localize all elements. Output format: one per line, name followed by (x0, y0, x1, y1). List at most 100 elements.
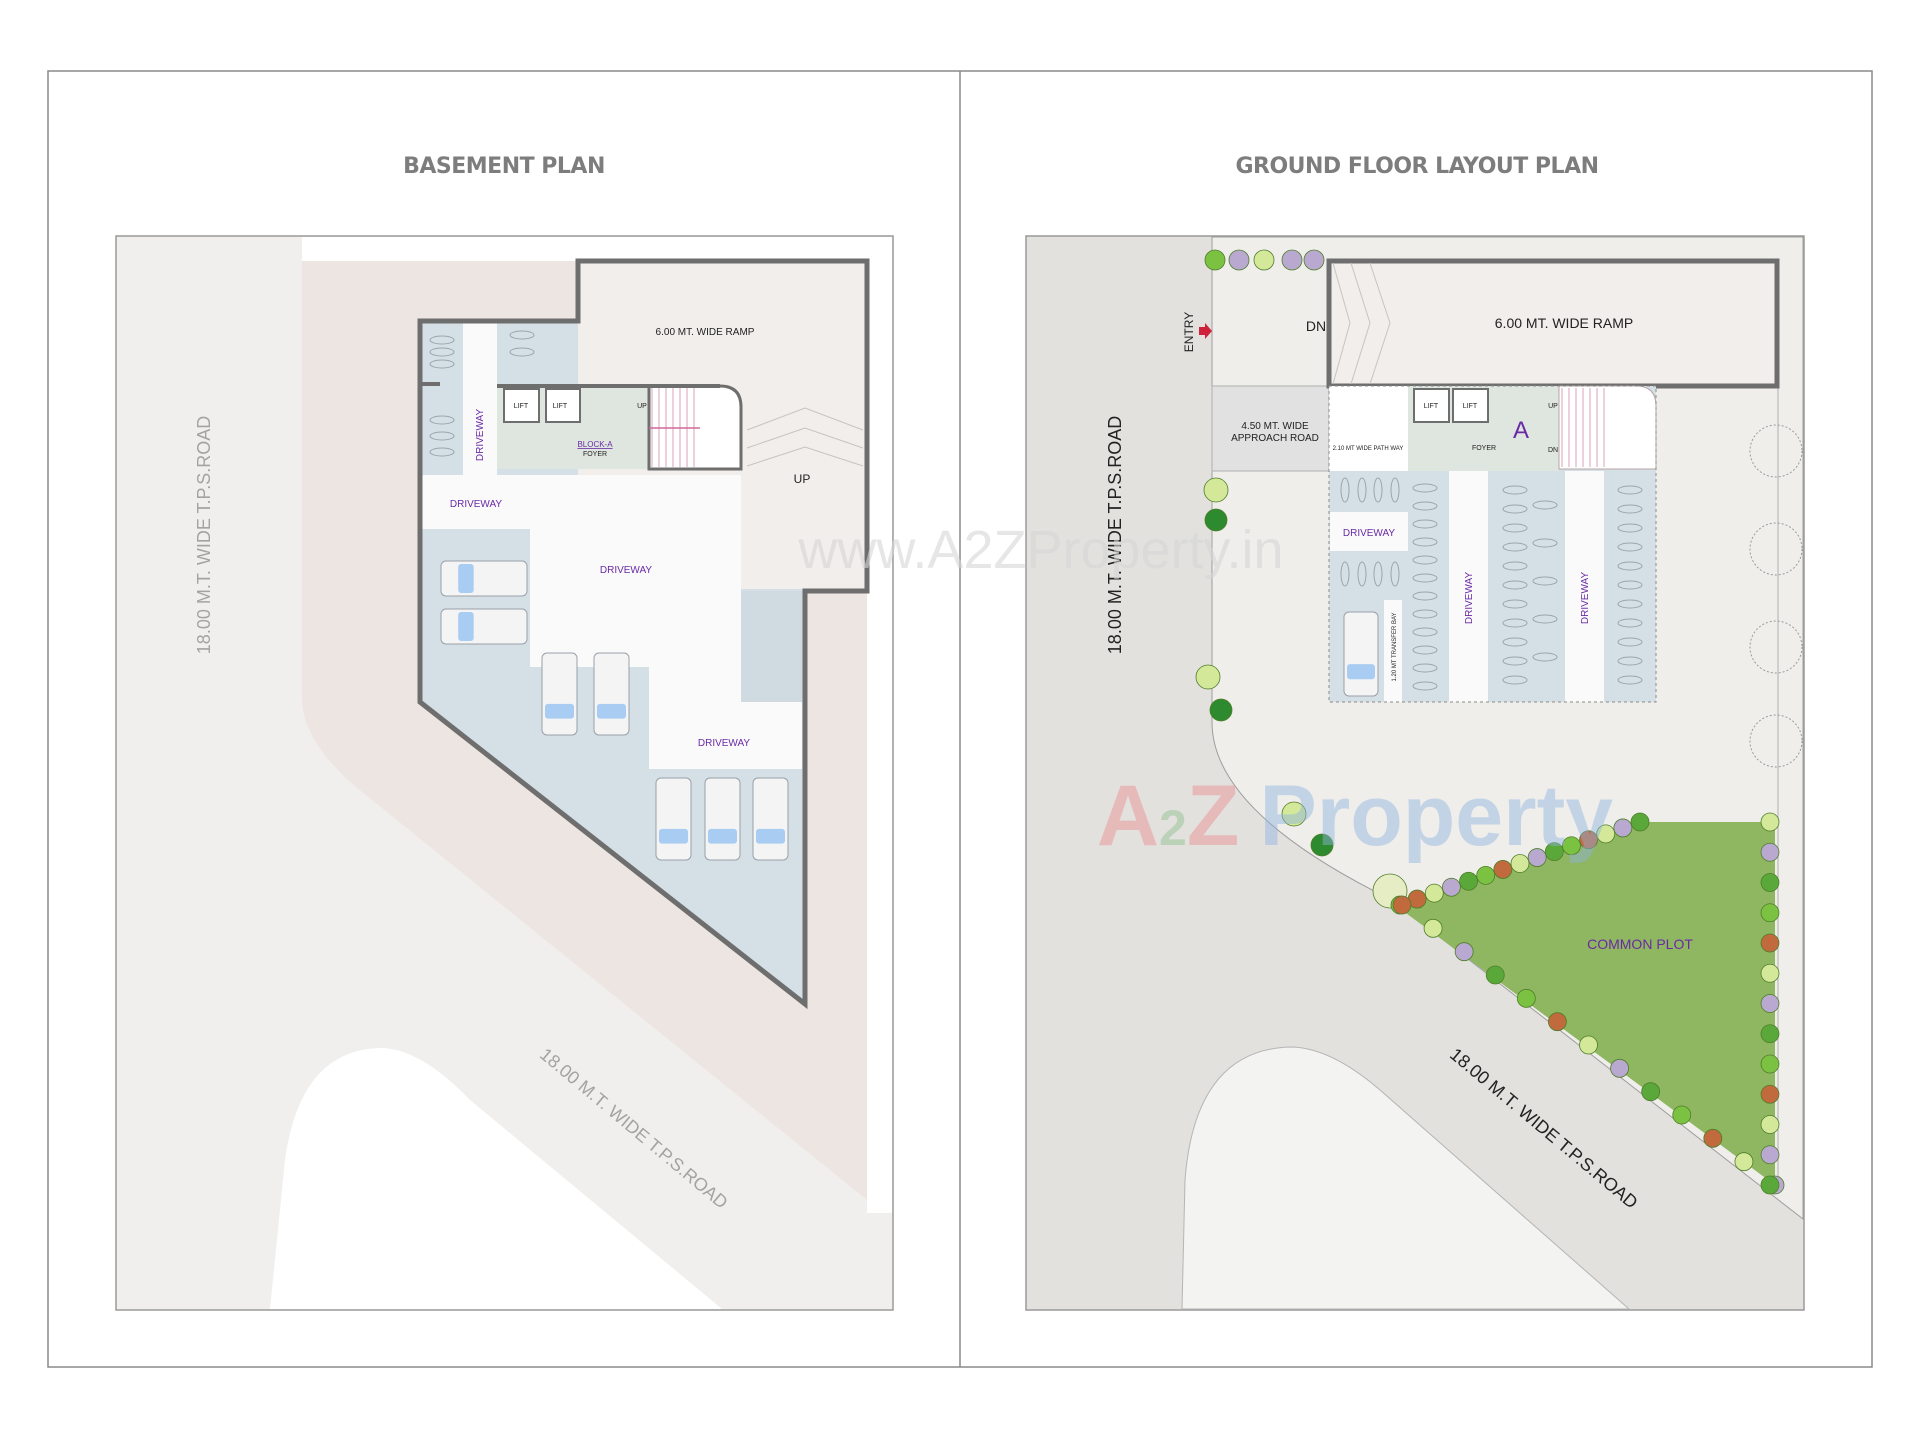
tree (1760, 1024, 1780, 1044)
stair-up-label: UP (1548, 403, 1558, 410)
two-wheeler (1617, 561, 1643, 571)
two-wheeler (1617, 656, 1643, 666)
tree (1527, 848, 1547, 867)
service-area (741, 591, 803, 702)
ramp-chevrons (1332, 262, 1391, 385)
two-wheeler-parking (1340, 477, 1643, 691)
tree (1281, 249, 1303, 271)
landscape-trees (1195, 249, 1803, 1195)
two-wheeler (1502, 656, 1528, 666)
tree (1516, 988, 1536, 1008)
tree (1204, 508, 1228, 532)
tree (1579, 1035, 1598, 1055)
two-wheeler (1412, 609, 1438, 619)
tree (1760, 994, 1780, 1013)
sketch-tree (1749, 522, 1803, 576)
two-wheeler (429, 335, 455, 345)
tree (1510, 854, 1530, 873)
car-body (440, 560, 528, 597)
lift (1413, 388, 1450, 423)
tree (1476, 865, 1496, 885)
entry-label: ENTRY (1182, 312, 1196, 352)
tree (1630, 812, 1650, 832)
transfer-bay-label: 1.20 MT TRANSFER BAY (1392, 612, 1398, 681)
car-body (440, 608, 528, 645)
tree (1610, 1058, 1629, 1078)
block-label: BLOCK-A (577, 440, 613, 449)
tree (1641, 1082, 1661, 1102)
two-wheeler (1412, 519, 1438, 529)
tree (1209, 698, 1233, 722)
foyer-label: FOYER (1472, 445, 1496, 452)
two-wheeler-parking (429, 330, 535, 457)
ramp-down-label: DN (1306, 318, 1326, 334)
two-wheeler (1412, 501, 1438, 511)
two-wheeler (429, 447, 455, 457)
logo-letter: 2 (1159, 800, 1187, 856)
two-wheeler (1502, 523, 1528, 533)
block-label: A (1513, 417, 1529, 444)
two-wheeler (429, 347, 455, 357)
transfer-bay (1384, 600, 1402, 702)
setback-strip (302, 237, 892, 261)
tree (1760, 842, 1780, 862)
two-wheeler (1502, 637, 1528, 647)
driveway-area (1330, 512, 1408, 551)
car (440, 560, 528, 597)
ramp-label: 6.00 MT. WIDE RAMP (1495, 315, 1633, 331)
common-plot (1395, 822, 1775, 1185)
tree (1204, 249, 1226, 271)
car-body (704, 777, 741, 861)
car-windshield (545, 703, 574, 719)
car-parking-bays (1343, 611, 1379, 697)
two-wheeler (1617, 599, 1643, 609)
ground-floor-plan: 6.00 MT. WIDE RAMP DN ENTRY 4.50 MT. WID… (1025, 235, 1805, 1311)
car-windshield (597, 703, 626, 719)
two-wheeler (1502, 618, 1528, 628)
tree (1703, 1128, 1723, 1148)
car-body (752, 777, 789, 861)
tree (1195, 664, 1221, 690)
tree (1760, 1145, 1780, 1165)
lift (503, 388, 540, 423)
lift-label: LIFT (1424, 403, 1439, 410)
two-wheeler (429, 359, 455, 369)
two-wheeler (1412, 537, 1438, 547)
tree (1392, 895, 1412, 915)
two-wheeler (1532, 576, 1558, 586)
driveway-area (1449, 471, 1488, 702)
lift-label: LIFT (514, 403, 529, 410)
driveway-label: DRIVEWAY (1464, 572, 1475, 625)
tree (1303, 249, 1325, 271)
tree (1760, 1084, 1780, 1104)
car-windshield (659, 828, 688, 844)
driveway-label: DRIVEWAY (1580, 572, 1591, 625)
lift-label: LIFT (553, 403, 568, 410)
two-wheeler (1502, 675, 1528, 685)
ramp-chevrons (746, 407, 864, 467)
two-wheeler (1412, 627, 1438, 637)
car (1343, 611, 1379, 697)
stair-down-label: DN (1548, 447, 1558, 454)
two-wheeler (429, 415, 455, 425)
tree (1493, 860, 1513, 879)
two-wheeler (1340, 561, 1350, 587)
two-wheeler (509, 330, 535, 340)
road-label-left: 18.00 M.T. WIDE T.P.S.ROAD (1105, 416, 1125, 654)
basement-plan: 6.00 MT. WIDE RAMP LIFT LIFT UP BLOCK-A … (115, 235, 894, 1311)
tree (1310, 833, 1334, 857)
two-wheeler (1390, 477, 1400, 503)
driveway-area (463, 323, 497, 475)
car (655, 777, 692, 861)
tree (1760, 1115, 1780, 1134)
car-windshield (756, 828, 785, 844)
two-wheeler (1617, 485, 1643, 495)
tree (1596, 824, 1616, 844)
car-windshield (458, 564, 474, 593)
sketch-tree (1749, 620, 1803, 674)
two-wheeler (1532, 614, 1558, 624)
sketch-tree (1749, 424, 1803, 478)
approach-road (1211, 385, 1330, 472)
